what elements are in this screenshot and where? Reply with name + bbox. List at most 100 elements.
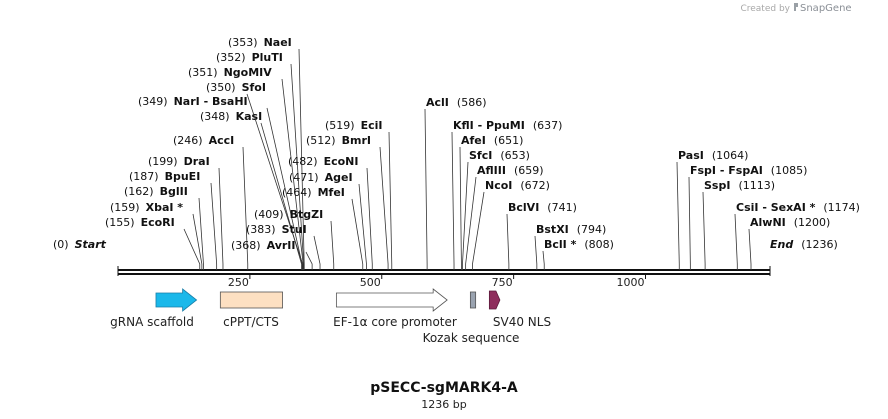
feature-label: EF-1α core promoter [333, 315, 457, 329]
site-pluti[interactable]: (352)PluTI [216, 51, 305, 270]
site-ecii[interactable]: (519)EciI [325, 119, 393, 270]
site-bmri[interactable]: (512)BmrI [306, 134, 389, 270]
site-label: (350)SfoI [206, 81, 266, 94]
site-start[interactable]: (0)Start [53, 238, 107, 251]
site-xbai[interactable]: (159)XbaI * [110, 201, 203, 270]
site-label: FspI - FspAI(1085) [690, 164, 807, 177]
site-label: (464)MfeI [282, 186, 345, 199]
site-sfci[interactable]: SfcI(653) [462, 149, 530, 270]
site-leader-line [465, 176, 477, 270]
site-label: (155)EcoRI [105, 216, 175, 229]
site-sfoi[interactable]: (350)SfoI [206, 81, 304, 270]
feature-sv40-nls[interactable]: SV40 NLS [488, 290, 551, 329]
site-afei[interactable]: AfeI(651) [459, 134, 523, 270]
site-btgzi[interactable]: (409)BtgZI [254, 208, 335, 270]
feature-ef-1-core-promoter[interactable]: EF-1α core promoter [333, 288, 457, 329]
site-leader-line [281, 78, 304, 270]
credit-brand[interactable]: SnapGene [800, 3, 852, 14]
site-leader-line [379, 146, 389, 270]
site-leader-line [242, 146, 249, 270]
site-bstxi[interactable]: BstXI(794) [534, 223, 606, 270]
site-end[interactable]: End(1236) [770, 238, 838, 251]
site-fspi-fspai[interactable]: FspI - FspAI(1085) [688, 164, 807, 270]
site-econi[interactable]: (482)EcoNI [288, 155, 373, 270]
site-leader-line [260, 122, 302, 270]
feature-cppt-cts[interactable]: cPPT/CTS [219, 291, 283, 329]
site-leader-line [266, 107, 303, 270]
tick-label: 1000 [617, 276, 645, 289]
site-leader-line [298, 48, 305, 270]
site-label: (349)NarI - BsaHI [138, 95, 248, 108]
plasmid-size: 1236 bp [421, 398, 466, 411]
site-leader-line [748, 228, 752, 270]
site-acci[interactable]: (246)AccI [173, 134, 249, 270]
site-stui[interactable]: (383)StuI [246, 223, 321, 270]
site-leader-line [534, 235, 538, 270]
site-label: (199)DraI [148, 155, 210, 168]
feature-shape [488, 290, 501, 310]
site-leader-line [210, 182, 218, 270]
site-csii-sexai[interactable]: CsiI - SexAI *(1174) [734, 201, 860, 270]
site-leader-line [462, 161, 469, 270]
site-agei[interactable]: (471)AgeI [289, 171, 367, 270]
feature-kozak-sequence[interactable]: Kozak sequence [423, 291, 520, 345]
site-label: KflI - PpuMI(637) [453, 119, 562, 132]
site-leader-line [424, 108, 428, 270]
site-label: NcoI(672) [485, 179, 550, 192]
site-pasi[interactable]: PasI(1064) [676, 149, 748, 270]
feature-grna-scaffold[interactable]: gRNA scaffold [110, 288, 198, 329]
site-label: (383)StuI [246, 223, 307, 236]
site-bpuei[interactable]: (187)BpuEI [129, 170, 218, 270]
site-ngomiv[interactable]: (351)NgoMIV [188, 66, 304, 270]
site-drai[interactable]: (199)DraI [148, 155, 224, 270]
site-label: (353)NaeI [228, 36, 292, 49]
feature-shape [469, 291, 477, 309]
feature-shape [155, 288, 198, 312]
site-mfei[interactable]: (464)MfeI [282, 186, 364, 270]
site-sspi[interactable]: SspI(1113) [702, 179, 775, 270]
site-label: SspI(1113) [704, 179, 775, 192]
site-label: End(1236) [770, 238, 838, 251]
feature-label: gRNA scaffold [110, 315, 194, 329]
site-label: BstXI(794) [536, 223, 606, 236]
site-label: (409)BtgZI [254, 208, 323, 221]
restriction-sites: (0)Start(155)EcoRI(159)XbaI *(162)BglII(… [53, 36, 860, 270]
feature-shape [219, 291, 283, 309]
site-leader-line [702, 191, 706, 270]
site-label: (352)PluTI [216, 51, 283, 64]
site-nari-bsahi[interactable]: (349)NarI - BsaHI [138, 95, 303, 270]
site-label: PasI(1064) [678, 149, 748, 162]
site-kfli-ppumi[interactable]: KflI - PpuMI(637) [451, 119, 562, 270]
site-label: (482)EcoNI [288, 155, 358, 168]
site-bglii[interactable]: (162)BglII [124, 185, 204, 270]
site-leader-line [183, 228, 201, 270]
site-afliii[interactable]: AflIII(659) [465, 164, 544, 270]
site-leader-line [313, 235, 321, 270]
site-ecori[interactable]: (155)EcoRI [105, 216, 201, 270]
site-leader-line [542, 250, 545, 270]
site-leader-line [218, 167, 224, 270]
credit-prefix: Created by [740, 4, 790, 14]
site-alwni[interactable]: AlwNI(1200) [748, 216, 830, 270]
site-label: AclI(586) [426, 96, 487, 109]
site-leader-line [451, 131, 455, 270]
site-leader-line [366, 167, 373, 270]
snapgene-logo-icon [794, 3, 798, 11]
site-naei[interactable]: (353)NaeI [228, 36, 305, 270]
site-avrii[interactable]: (368)AvrII [231, 239, 313, 270]
site-label: CsiI - SexAI *(1174) [736, 201, 860, 214]
site-label: AlwNI(1200) [750, 216, 830, 229]
site-bclvi[interactable]: BclVI(741) [506, 201, 577, 270]
feature-shape [335, 288, 448, 312]
site-label: (159)XbaI * [110, 201, 183, 214]
site-leader-line [472, 191, 485, 270]
site-acli[interactable]: AclI(586) [424, 96, 487, 270]
sequence-backbone [117, 266, 771, 276]
site-leader-line [246, 93, 304, 270]
site-ncoi[interactable]: NcoI(672) [472, 179, 550, 270]
site-label: AflIII(659) [477, 164, 544, 177]
site-bcli[interactable]: BclI *(808) [542, 238, 614, 270]
